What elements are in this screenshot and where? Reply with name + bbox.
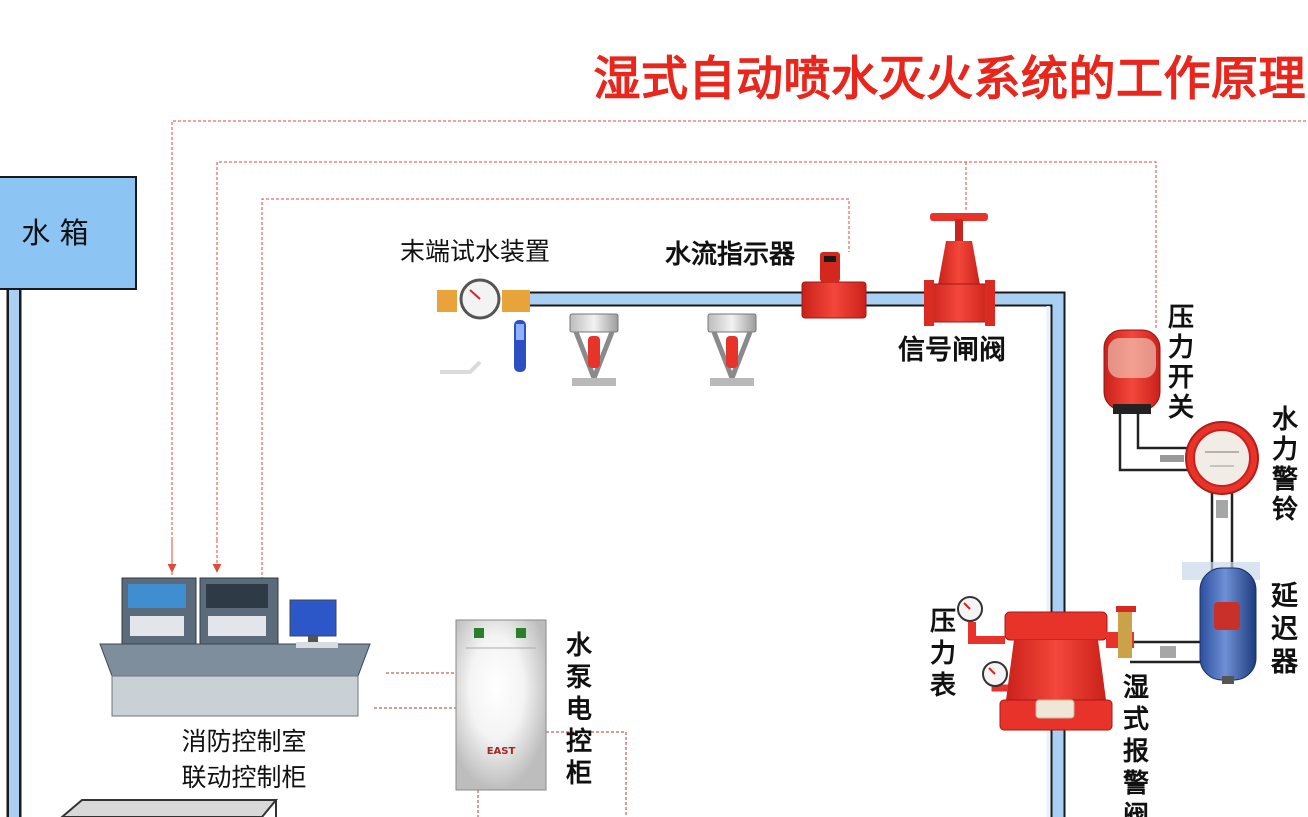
signal-line-inner [261,198,850,580]
water-motor-gong-char-2: 力 [1272,435,1298,465]
signal-gate-valve-label: 信号闸阀 [898,335,1006,366]
signal-line-outer [171,120,1308,575]
signal-line-cabinet-out [546,731,627,817]
pressure-switch-label: 压 力 开 关 [1168,303,1203,423]
wet-alarm-valve-char-1: 湿 [1123,673,1149,703]
pressure-switch-char-3: 开 [1168,363,1194,393]
retarding-chamber-char-3: 器 [1270,647,1299,678]
water-motor-gong-char-4: 铃 [1272,495,1298,525]
water-flow-indicator-label: 水流指示器 [665,240,796,270]
end-test-device-label: 末端试水装置 [400,237,550,266]
end-test-device [437,278,530,374]
pressure-switch-char-2: 力 [1168,333,1194,363]
pump-cabinet-char-4: 控 [566,727,592,757]
pressure-gauge-upper [957,596,983,622]
wire-pressure-switch-left [1118,410,1190,472]
sprinkler-head-2 [707,313,757,386]
main-pipe-water [530,293,1064,817]
retarding-chamber-char-2: 迟 [1271,614,1298,645]
fire-control-console [99,577,371,717]
pressure-switch-char-4: 关 [1168,393,1194,423]
pressure-switch [1103,329,1161,414]
water-tank-label: 水 箱 [21,216,88,250]
pump-cabinet-char-1: 水 [566,631,593,661]
water-motor-gong-char-1: 水 [1272,405,1299,435]
wet-alarm-valve [968,606,1136,731]
pressure-gauge-char-2: 力 [930,639,956,669]
page-title: 湿式自动喷水灭火系统的工作原理 [594,52,1307,107]
signal-line-middle [216,161,1157,540]
pump-cabinet-char-3: 电 [566,695,592,725]
water-tank: 水 箱 [0,176,137,290]
pump-control-cabinet-label: 水 泵 电 控 柜 [566,631,601,789]
water-flow-indicator [801,252,867,319]
water-motor-gong-char-3: 警 [1272,464,1298,495]
main-pipe [530,291,1066,817]
wet-alarm-valve-char-4: 警 [1123,768,1149,799]
pump-cabinet-char-5: 柜 [566,759,592,789]
sprinkler-head-1 [569,313,619,386]
pressure-gauge-char-3: 表 [930,671,957,701]
retarding-chamber-char-1: 延 [1270,581,1299,612]
pump-cabinet-char-2: 泵 [566,663,592,693]
wire-pressure-switch-right [1136,410,1190,450]
pump-control-cabinet: EAST [455,619,547,791]
pressure-gauge-char-1: 压 [930,607,956,637]
wet-alarm-valve-char-3: 报 [1123,736,1149,767]
wet-alarm-valve-char-2: 式 [1123,705,1149,735]
control-room-label-line1: 消防控制室 [181,727,306,756]
wet-alarm-valve-label: 湿 式 报 警 阀 [1123,673,1158,817]
cabinet-brand-label: EAST [487,746,516,757]
retarding-chamber-label: 延 迟 器 [1270,581,1307,678]
signal-gate-valve [924,213,995,326]
water-motor-gong [1185,421,1259,495]
water-motor-gong-label: 水 力 警 铃 [1272,405,1307,525]
retarding-chamber [1182,562,1260,684]
pressure-switch-char-1: 压 [1168,303,1194,333]
pressure-gauge-lower [982,661,1008,687]
pump-base [60,799,279,817]
pressure-gauge-label: 压 力 表 [930,607,965,701]
wet-alarm-valve-char-5: 阀 [1123,801,1149,817]
signal-lines [167,120,1308,817]
control-room-label-line2: 联动控制柜 [181,763,306,792]
